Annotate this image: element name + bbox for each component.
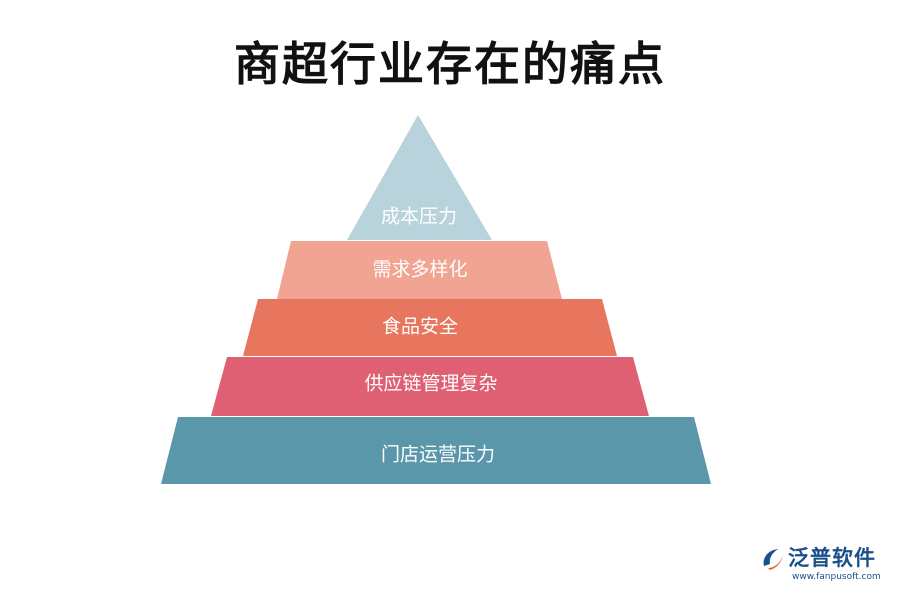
pyramid-layer-3 [243,299,617,356]
pyramid-label-2: 需求多样化 [372,258,468,281]
pyramid-label-5: 门店运营压力 [380,443,496,466]
logo-url: www.fanpusoft.com [792,572,881,582]
logo-name: 泛普软件 [788,546,876,570]
pyramid-label-3: 食品安全 [381,315,459,338]
fanpu-logo-icon [763,549,783,570]
logo-swoosh-orange [768,555,783,570]
brand-logo: 泛普软件 www.fanpusoft.com [758,542,888,588]
pyramid-layer-1 [347,115,492,240]
logo-swoosh-blue [763,549,778,566]
pyramid-label-4: 供应链管理复杂 [364,372,498,395]
pyramid-layer-5 [161,417,711,484]
pyramid-label-1: 成本压力 [380,205,458,228]
pyramid-layer-4 [211,357,649,416]
page-title: 商超行业存在的痛点 [234,37,666,91]
pyramid-layer-2 [277,241,562,299]
